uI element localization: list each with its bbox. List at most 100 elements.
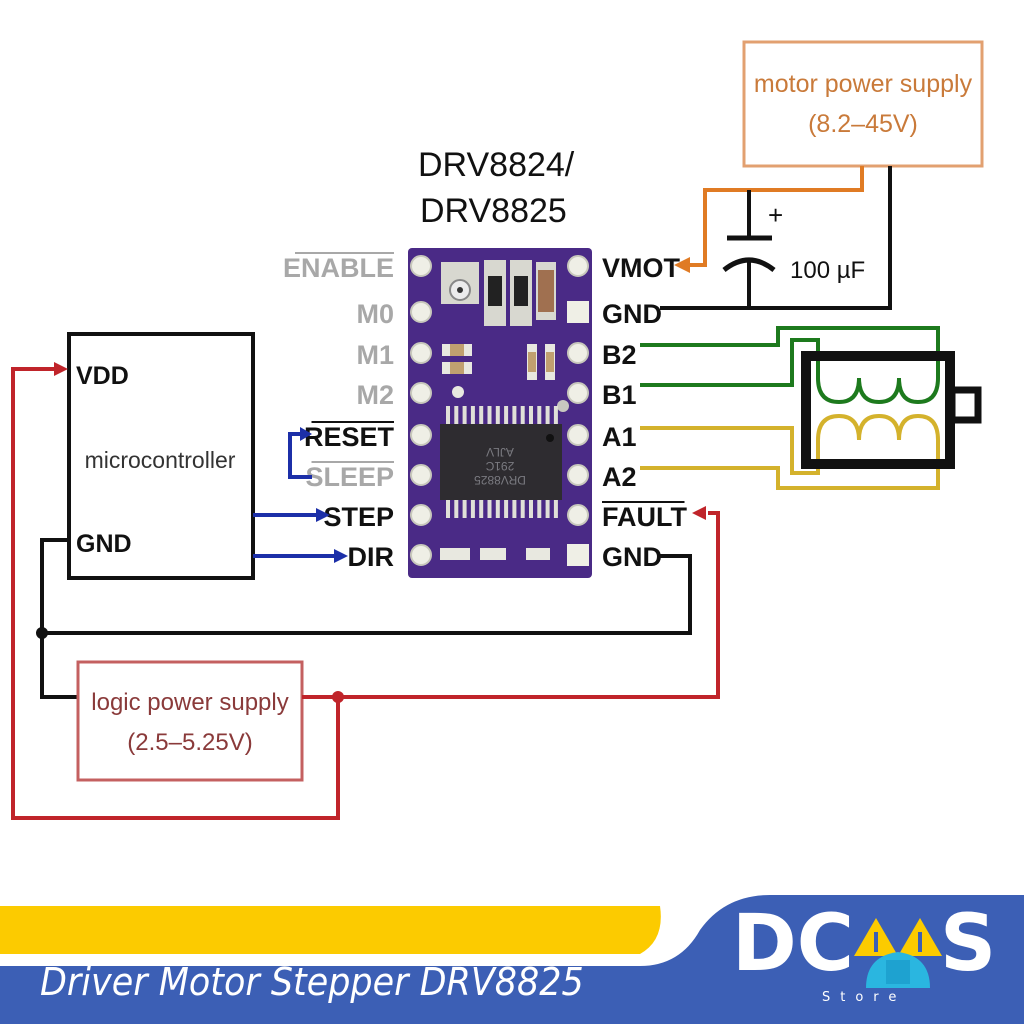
right-pin-label-vmot: VMOT xyxy=(602,253,681,283)
logic-supply-wire xyxy=(11,362,720,820)
left-pin-label-m2: M2 xyxy=(356,380,394,410)
left-pad xyxy=(410,382,432,404)
ic-pin xyxy=(470,500,475,518)
left-pad xyxy=(410,504,432,526)
logo-store-text: Store xyxy=(822,990,907,1005)
reset-sleep-jumper xyxy=(288,427,312,479)
ic-pin xyxy=(545,406,550,424)
step-arrow-icon xyxy=(316,508,330,522)
dir-wire xyxy=(253,549,348,563)
ic-pin xyxy=(462,406,467,424)
left-pin-label-enable: ENABLE xyxy=(283,253,394,283)
mc-gnd-label: GND xyxy=(76,530,132,558)
ic-pin xyxy=(446,500,450,518)
left-pin-label-sleep: SLEEP xyxy=(305,462,394,492)
left-pad xyxy=(410,255,432,277)
logo-house-icon xyxy=(854,918,942,988)
vmot-arrow-icon xyxy=(674,257,690,273)
left-pad xyxy=(410,301,432,323)
chip-title-line2: DRV8825 xyxy=(420,192,567,230)
motor-gnd-wire xyxy=(660,166,892,310)
ground-junction xyxy=(36,627,48,639)
ic-pin xyxy=(529,406,533,424)
sense-resistor-2 xyxy=(514,276,528,306)
reset-arrow-icon xyxy=(300,427,312,441)
right-pad xyxy=(567,301,589,323)
ic-pin xyxy=(454,406,459,424)
mc-vdd-label: VDD xyxy=(76,362,129,390)
ic-marking-2: 291C xyxy=(485,459,514,473)
stepper-motor xyxy=(640,326,982,490)
coil-a xyxy=(816,413,940,441)
right-pad xyxy=(567,504,589,526)
store-banner xyxy=(0,880,1024,1024)
ic-pin xyxy=(512,500,517,518)
right-pad xyxy=(567,382,589,404)
left-pad xyxy=(410,544,432,566)
logic-power-supply: logic power supply (2.5–5.25V) xyxy=(76,660,304,782)
capacitor-polarity: + xyxy=(768,200,783,230)
right-pin-label-fault: FAULT xyxy=(602,502,687,532)
left-pin-label-m1: M1 xyxy=(356,340,394,370)
right-pad xyxy=(567,255,589,277)
left-pin-label-dir: DIR xyxy=(348,542,395,572)
ic-pin xyxy=(454,500,459,518)
ic-pin xyxy=(470,406,475,424)
vdd-arrow-icon xyxy=(54,362,68,376)
left-pad xyxy=(410,424,432,446)
right-pin-label-gnd: GND xyxy=(602,542,662,572)
motor-supply-range: (8.2–45V) xyxy=(808,110,918,138)
right-pin-label-b2: B2 xyxy=(602,340,637,370)
left-pin-label-m0: M0 xyxy=(356,299,394,329)
motor-supply-label: motor power supply xyxy=(754,70,973,98)
banner-blue-band xyxy=(0,895,1024,1024)
left-pin-label-step: STEP xyxy=(323,502,394,532)
right-pad xyxy=(567,424,589,446)
logic-supply-label: logic power supply xyxy=(91,689,288,716)
left-pin-label-reset: RESET xyxy=(304,422,395,452)
capacitor: + 100 µF xyxy=(722,190,865,308)
banner-title: Driver Motor Stepper DRV8825 xyxy=(40,960,584,1004)
driver-board: DRV8825 291C AJLV xyxy=(408,248,592,578)
right-pin-label-gnd: GND xyxy=(602,299,662,329)
ground-network xyxy=(36,538,692,699)
ic-pin xyxy=(495,406,500,424)
sense-resistor-1 xyxy=(488,276,502,306)
coil-b xyxy=(816,377,940,405)
ic-pin xyxy=(479,500,484,518)
ic-pin xyxy=(520,500,525,518)
left-pad xyxy=(410,342,432,364)
ic-pin xyxy=(553,500,558,518)
ic-pin xyxy=(545,500,550,518)
step-wire xyxy=(253,508,330,522)
ic-pin xyxy=(504,500,509,518)
chip-title-line1: DRV8824/ xyxy=(418,146,575,184)
right-pin-label-a2: A2 xyxy=(602,462,637,492)
logic-supply-range: (2.5–5.25V) xyxy=(127,729,252,756)
right-pad xyxy=(567,544,589,566)
right-pin-label-a1: A1 xyxy=(602,422,637,452)
driver-ic xyxy=(440,424,562,500)
ic-pin xyxy=(462,500,467,518)
right-pad xyxy=(567,464,589,486)
motor-power-supply: motor power supply (8.2–45V) xyxy=(742,40,984,168)
ic-pin xyxy=(520,406,525,424)
right-pin-label-b1: B1 xyxy=(602,380,637,410)
ic-pin xyxy=(537,500,542,518)
ic-pin xyxy=(512,406,517,424)
logo-s: S xyxy=(940,899,997,989)
ic-pin xyxy=(537,406,542,424)
logo-dc: DC xyxy=(732,899,854,989)
ic-marking-3: AJLV xyxy=(486,445,514,459)
microcontroller: VDD microcontroller GND xyxy=(67,332,255,580)
dir-arrow-icon xyxy=(334,549,348,563)
capacitor-value: 100 µF xyxy=(790,257,865,284)
ic-pin xyxy=(487,500,492,518)
vmot-wire xyxy=(674,166,864,273)
ic-pin xyxy=(479,406,484,424)
ic-pin xyxy=(495,500,500,518)
ic-pin xyxy=(504,406,509,424)
ic-pin xyxy=(446,406,450,424)
right-pad xyxy=(567,342,589,364)
